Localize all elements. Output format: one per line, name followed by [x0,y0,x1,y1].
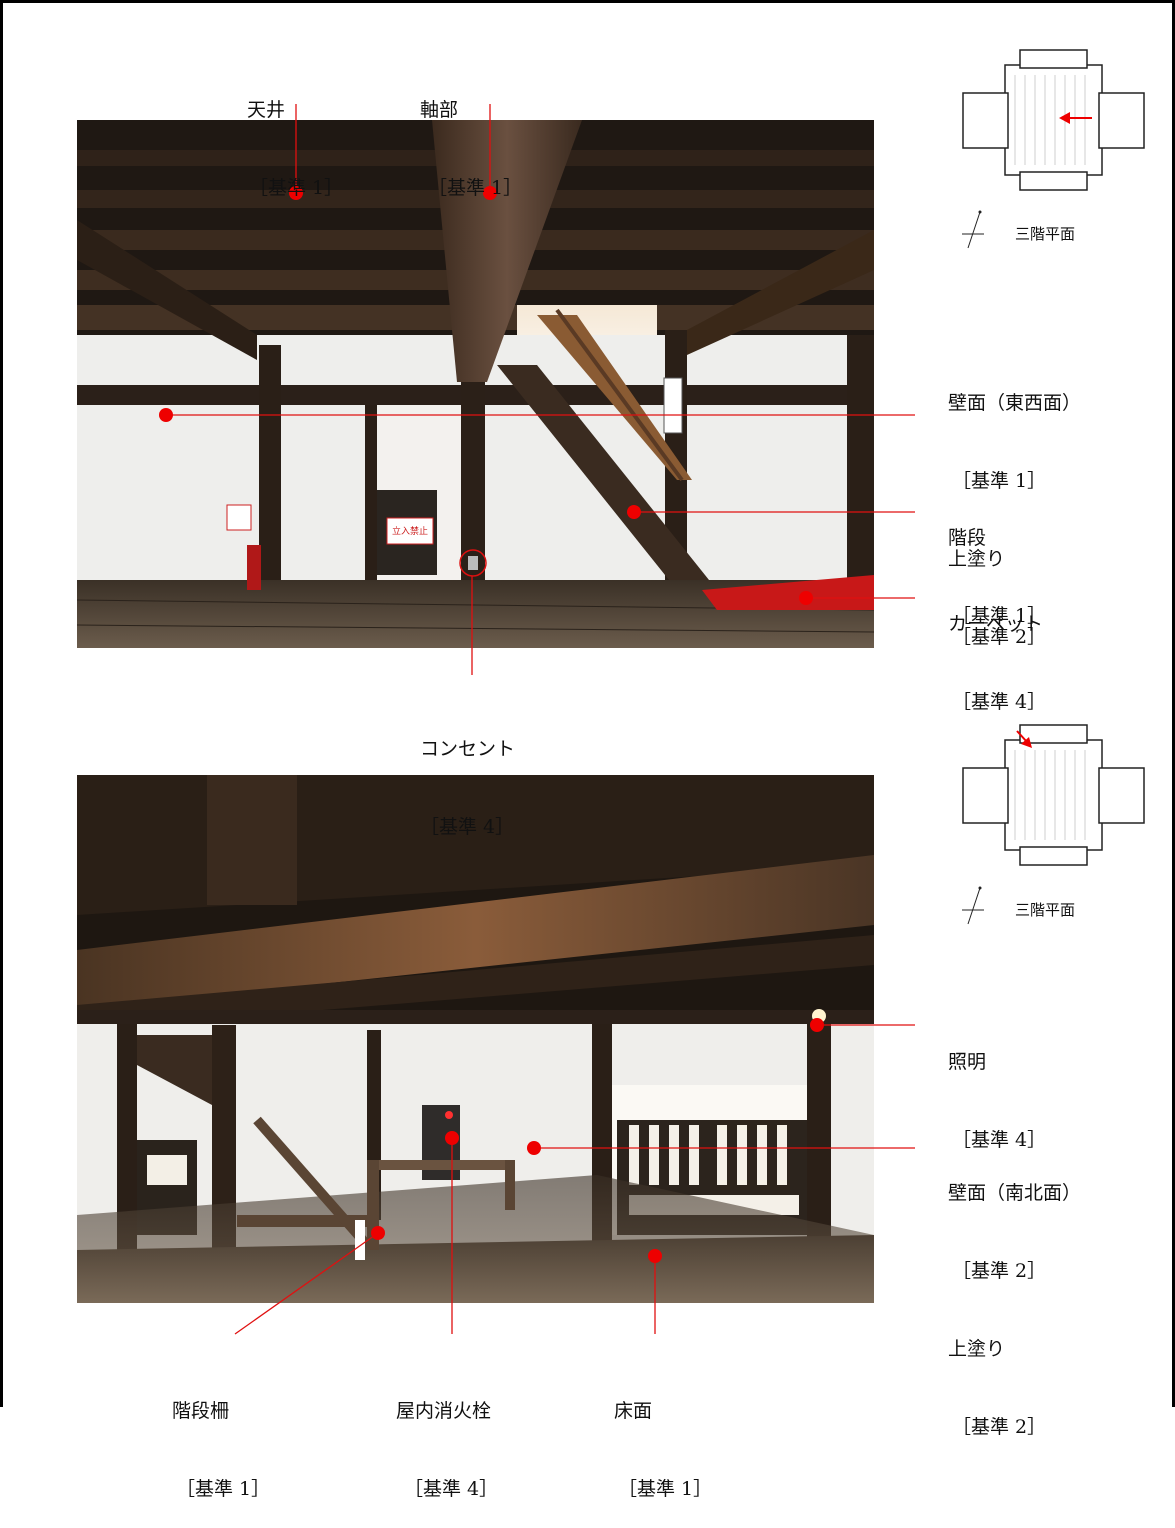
label-wall-ns-finish: 上塗り [948,1338,1006,1360]
label-wall-ns-name: 壁面（南北面） [948,1182,1082,1204]
label-stair-rail-criterion: ［基準 1］ [176,1478,271,1500]
no-entry-sign: 立入禁止 [392,525,428,537]
label-stair-rail-name: 階段柵 [172,1400,230,1422]
label-outlet: コンセント ［基準 4］ [420,684,515,866]
label-wall-ew-name: 壁面（東西面） [948,392,1082,414]
label-wall-ew: 壁面（東西面） ［基準 1］ 上塗り ［基準 2］ [948,338,1081,676]
label-frame-name: 軸部 [420,99,459,121]
north-arrow-icon-1 [958,208,988,254]
page-frame [0,0,1175,1407]
label-wall-ns: 壁面（南北面） ［基準 2］ 上塗り ［基準 2］ [948,1128,1081,1466]
north-arrow-icon-2 [958,884,988,930]
label-stair-rail: 階段柵 ［基準 1］ [172,1346,270,1528]
label-hydrant-name: 屋内消火栓 [396,1400,492,1422]
label-floor-name: 床面 [614,1400,653,1422]
label-lighting-criterion: ［基準 4］ [952,1129,1047,1151]
label-floor: 床面 ［基準 1］ [614,1346,712,1528]
label-outlet-name: コンセント [420,738,516,760]
label-carpet-criterion: ［基準 4］ [952,691,1047,713]
label-floor-criterion: ［基準 1］ [618,1478,713,1500]
label-ceiling-criterion: ［基準 1］ [249,177,344,199]
photo-top-east-west: 立入禁止 [77,120,874,648]
plan-caption-2: 三階平面 [1015,901,1076,919]
label-wall-ns-finish-criterion: ［基準 2］ [952,1416,1047,1438]
label-wall-ns-criterion: ［基準 2］ [952,1260,1047,1282]
label-stairs: 階段 ［基準 1］ [948,473,1046,655]
label-wall-ew-criterion: ［基準 1］ [952,470,1047,492]
label-stairs-name: 階段 [948,527,987,549]
view-arrow-icon [1059,112,1070,124]
plan-caption-1: 三階平面 [1015,225,1076,243]
label-wall-ew-finish: 上塗り [948,548,1006,570]
label-wall-ew-finish-criterion: ［基準 2］ [952,626,1047,648]
label-frame: 軸部 ［基準 1］ [420,45,522,227]
label-stairs-criterion: ［基準 1］ [952,605,1047,627]
label-lighting: 照明 ［基準 4］ [948,997,1046,1179]
label-carpet-name: カーペット [948,613,1044,635]
label-lighting-name: 照明 [948,1051,987,1073]
label-ceiling: 天井 ［基準 1］ [247,45,343,227]
floor-plan-1 [955,45,1150,195]
label-carpet: カーペット ［基準 4］ [948,559,1046,741]
view-arrow-icon [1021,737,1032,748]
label-ceiling-name: 天井 [247,99,286,121]
label-frame-criterion: ［基準 1］ [428,177,523,199]
label-outlet-criterion: ［基準 4］ [420,816,515,838]
floor-plan-2 [955,720,1150,870]
label-hydrant-criterion: ［基準 4］ [404,1478,499,1500]
label-hydrant: 屋内消火栓 ［基準 4］ [396,1346,498,1528]
